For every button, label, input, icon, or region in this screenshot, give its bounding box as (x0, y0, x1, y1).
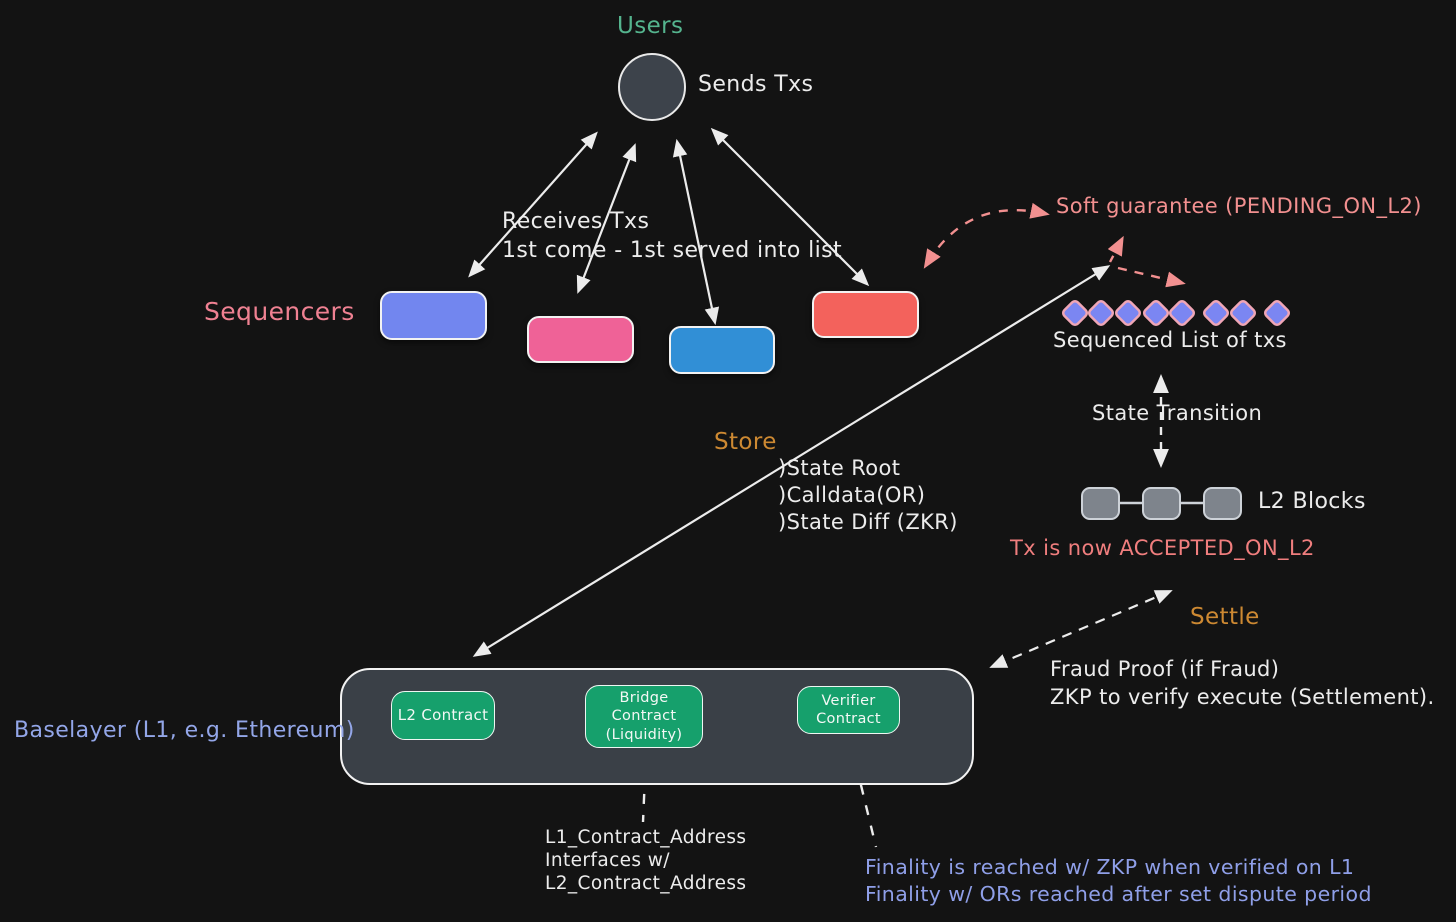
tx-diamond-icon (1229, 299, 1257, 327)
store-item-state-root: )State Root (778, 456, 901, 480)
store-label: Store (714, 429, 777, 455)
l2-block-icon (1142, 487, 1181, 520)
fraud-proof-line2: ZKP to verify execute (Settlement). (1050, 685, 1435, 709)
arrow-users-sequencer-3 (672, 138, 720, 326)
arrow-softguarantee-curve (923, 202, 1050, 269)
sequencers-label: Sequencers (204, 297, 355, 326)
tx-diamond-icon (1142, 299, 1170, 327)
bridge-contract-box: Bridge Contract (Liquidity) (585, 685, 703, 748)
store-item-state-diff: )State Diff (ZKR) (778, 510, 958, 534)
tx-diamond-icon (1114, 299, 1142, 327)
soft-guarantee-label: Soft guarantee (PENDING_ON_L2) (1056, 194, 1422, 218)
tx-diamond-icon (1087, 299, 1115, 327)
l2-block-icon (1203, 487, 1242, 520)
finality-line2: Finality w/ ORs reached after set disput… (865, 882, 1372, 906)
l2-contract-box: L2 Contract (391, 691, 495, 740)
verifier-contract-box: Verifier Contract (797, 686, 900, 734)
tx-diamond-icon (1202, 299, 1230, 327)
arrow-settle-dashed (989, 590, 1173, 668)
arrow-pink-right (1117, 266, 1186, 288)
arrow-pink-up (1107, 235, 1124, 263)
l1-address-line1: L1_Contract_Address (545, 827, 747, 848)
fraud-proof-line1: Fraud Proof (if Fraud) (1050, 657, 1280, 681)
sequencer-box-2 (527, 316, 634, 363)
finality-line1: Finality is reached w/ ZKP when verified… (865, 855, 1355, 879)
sequencer-box-3 (669, 326, 775, 374)
store-item-calldata: )Calldata(OR) (778, 483, 926, 507)
sequenced-list-label: Sequenced List of txs (1053, 328, 1287, 352)
l1-address-line2: Interfaces w/ (545, 850, 670, 871)
sequencer-box-1 (380, 291, 487, 340)
receives-txs-line1: Receives Txs (502, 209, 650, 234)
baselayer-label: Baselayer (L1, e.g. Ethereum) (14, 718, 355, 743)
tx-diamond-icon (1168, 299, 1196, 327)
l2-blocks-chain (1081, 487, 1242, 520)
user-node (618, 53, 686, 121)
users-title: Users (617, 13, 684, 39)
accepted-on-l2-label: Tx is now ACCEPTED_ON_L2 (1010, 536, 1315, 560)
settle-label: Settle (1190, 604, 1260, 630)
state-transition-label: State Transition (1092, 401, 1263, 425)
tx-diamond-icon (1061, 299, 1089, 327)
tx-diamond-icon (1263, 299, 1291, 327)
sequenced-tx-diamonds (1061, 299, 1291, 327)
l1-address-line3: L2_Contract_Address (545, 873, 747, 894)
l2-blocks-label: L2 Blocks (1258, 489, 1366, 514)
sequencer-box-4 (812, 291, 919, 338)
receives-txs-line2: 1st come - 1st served into list (502, 238, 843, 263)
l2-block-icon (1081, 487, 1120, 520)
sends-txs-label: Sends Txs (698, 72, 814, 97)
